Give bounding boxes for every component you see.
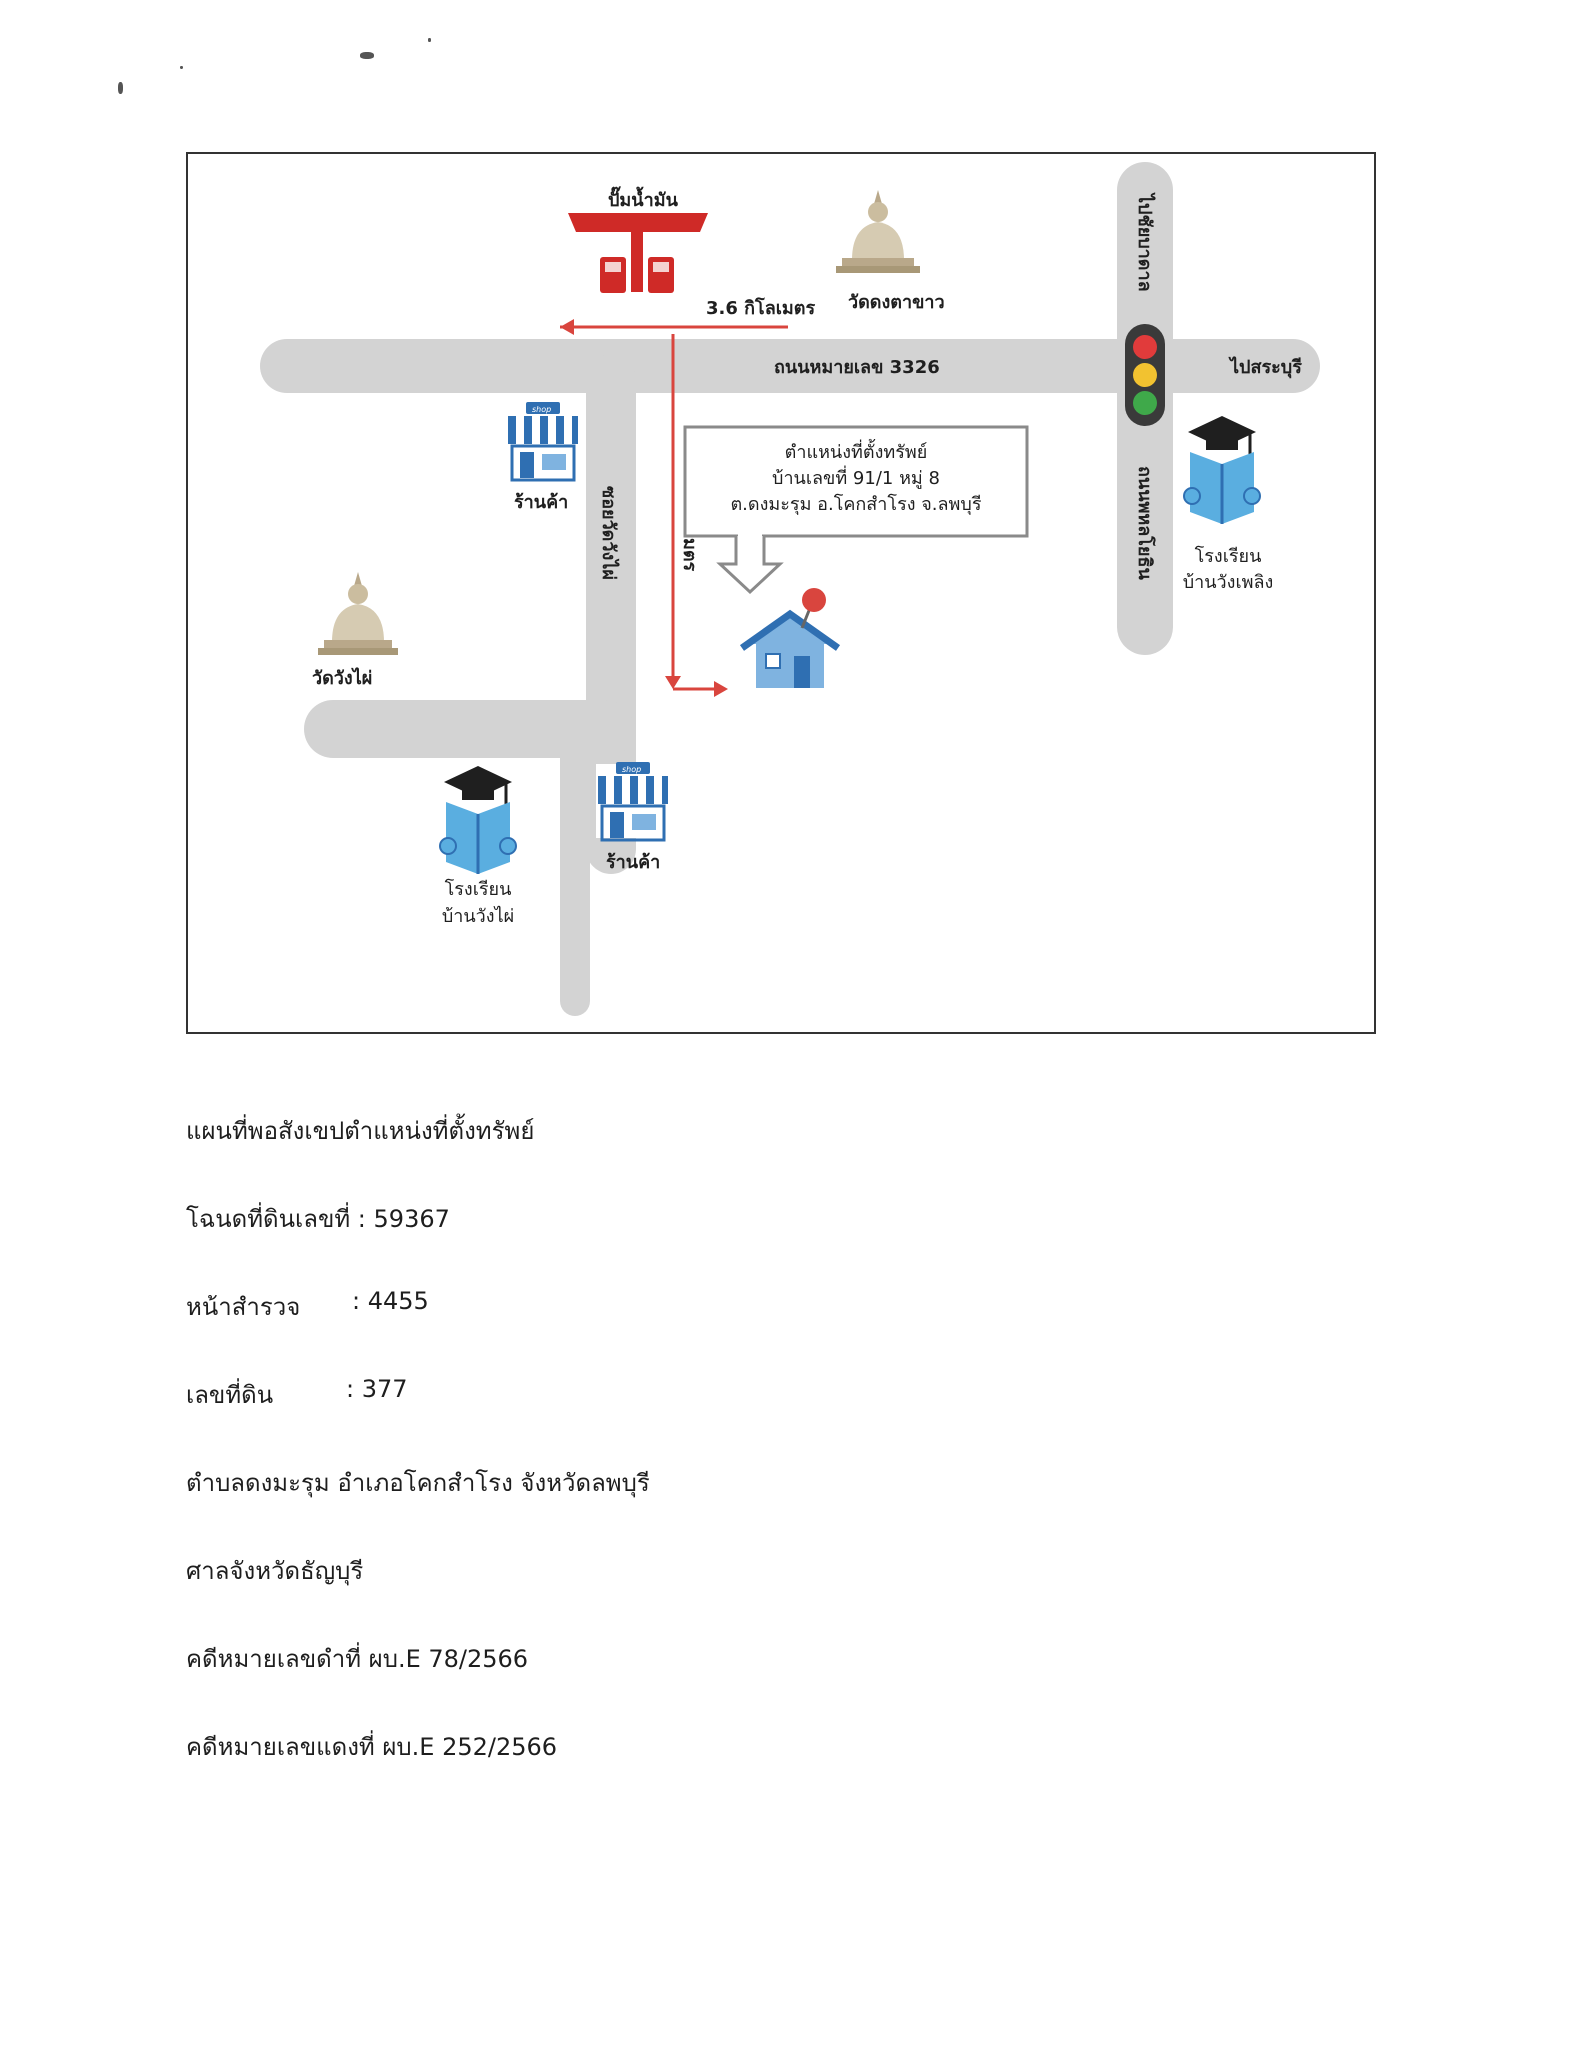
shop-sign-2: shop — [622, 765, 641, 774]
school-icon — [439, 766, 517, 874]
road-3326-label: ถนนหมายเลข 3326 — [774, 357, 940, 378]
shop-label-2: ร้านค้า — [606, 852, 660, 873]
soi-wat-wang-phai-label: ซอยวัดวังไผ่ — [598, 486, 620, 580]
temple-wang-phai-label: วัดวังไผ่ — [312, 667, 372, 689]
lower-road — [304, 700, 634, 758]
land-number: เลขที่ดิน : 377 — [186, 1375, 408, 1414]
shop-icon — [506, 402, 580, 482]
buddha-icon — [836, 190, 920, 273]
house-pin-icon — [739, 588, 841, 688]
scan-mark — [428, 38, 431, 42]
scan-mark — [180, 66, 183, 69]
location-text: ตำบลดงมะรุม อำเภอโคกสำโรง จังหวัดลพบุรี — [186, 1469, 650, 1497]
land-number-value: : 377 — [346, 1375, 408, 1403]
black-case-number: คดีหมายเลขดำที่ ผบ.E 78/2566 — [186, 1645, 529, 1673]
gas-station-icon — [568, 213, 708, 293]
gas-station-label: ปั๊มน้ำมัน — [608, 186, 679, 211]
to-saraburi-label: ไปสระบุรี — [1228, 356, 1302, 379]
route-arrow-gas — [560, 319, 788, 335]
school-wang-phai-line2: บ้านวังไผ่ — [442, 905, 514, 927]
sketch-map: ปั๊มน้ำมัน วัดดงตาขาว 3.6 กิโลเมตร ถนนหม… — [186, 152, 1376, 1034]
down-arrow-icon — [716, 536, 784, 595]
callout-line-3: ต.ดงมะรุม อ.โคกสำโรง จ.ลพบุรี — [730, 493, 981, 515]
traffic-light-icon — [1125, 324, 1165, 426]
map-canvas: ปั๊มน้ำมัน วัดดงตาขาว 3.6 กิโลเมตร ถนนหม… — [260, 162, 1320, 1016]
survey-page-value: : 4455 — [352, 1287, 429, 1315]
map-heading: แผนที่พอสังเขปตำแหน่งที่ตั้งทรัพย์ — [186, 1117, 535, 1145]
phahonyothin-label: ถนนพหลโยธิน — [1134, 466, 1156, 580]
south-road — [560, 724, 590, 1016]
deed-number: โฉนดที่ดินเลขที่ : 59367 — [186, 1205, 450, 1233]
court-name: ศาลจังหวัดธัญบุรี — [186, 1557, 364, 1585]
land-number-label: เลขที่ดิน — [186, 1381, 274, 1409]
survey-page-label: หน้าสำรวจ — [186, 1293, 301, 1321]
shop-sign-1: shop — [532, 405, 551, 414]
road-3326 — [260, 339, 1320, 393]
buddha-icon — [318, 572, 398, 655]
survey-page: หน้าสำรวจ : 4455 — [186, 1287, 429, 1326]
to-chai-badan-label: ไปชัยบาดาล — [1134, 192, 1156, 292]
location-callout — [683, 425, 1029, 595]
callout-line-1: ตำแหน่งที่ตั้งทรัพย์ — [785, 439, 928, 463]
scan-mark — [360, 52, 374, 59]
school-wang-phloeng-line2: บ้านวังเพลิง — [1183, 572, 1274, 593]
red-case-number: คดีหมายเลขแดงที่ ผบ.E 252/2566 — [186, 1733, 558, 1761]
school-wang-phloeng-line1: โรงเรียน — [1195, 545, 1262, 567]
school-wang-phai-line1: โรงเรียน — [445, 878, 512, 900]
distance-gas-label: 3.6 กิโลเมตร — [706, 297, 815, 319]
school-icon — [1183, 416, 1261, 524]
temple-dongtakhao-label: วัดดงตาขาว — [848, 292, 945, 313]
route-arrow-soi — [665, 334, 728, 697]
shop-icon — [596, 762, 670, 842]
scan-mark — [118, 82, 123, 94]
shop-label-1: ร้านค้า — [514, 492, 568, 513]
callout-line-2: บ้านเลขที่ 91/1 หมู่ 8 — [772, 465, 940, 489]
